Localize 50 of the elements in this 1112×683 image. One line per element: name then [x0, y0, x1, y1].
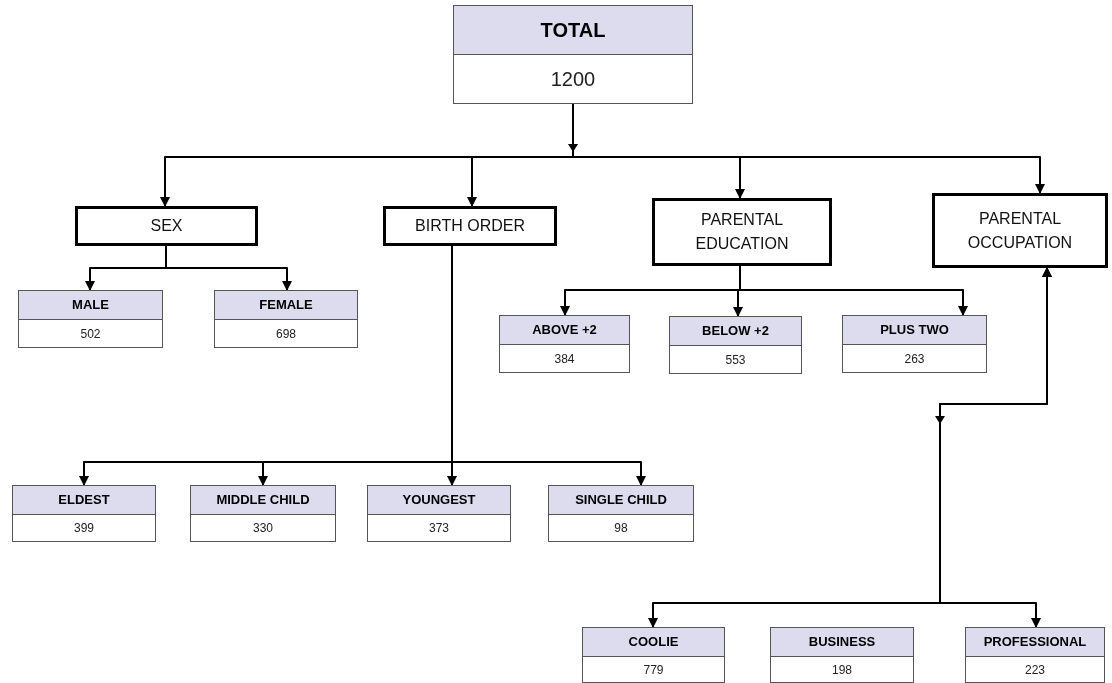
count-value: 263: [904, 350, 925, 368]
category-card: [367, 485, 511, 542]
count-value: 373: [429, 520, 449, 537]
count-value: 223: [1025, 661, 1045, 679]
variable-box: [383, 206, 557, 246]
category-card: [582, 627, 725, 683]
category-card: [965, 627, 1105, 683]
category-title: MIDDLE CHILD: [216, 491, 310, 510]
count-value: 330: [253, 520, 273, 537]
count-value: 1200: [550, 67, 596, 92]
variable-label: PARENTAL EDUCATION: [694, 210, 790, 254]
category-card: [770, 627, 914, 683]
category-title: YOUNGEST: [402, 491, 476, 510]
category-title: ABOVE +2: [532, 321, 597, 340]
variable-label: BIRTH ORDER: [415, 216, 525, 236]
category-card: [669, 316, 802, 374]
count-value: 779: [643, 661, 664, 679]
variable-label: SEX: [150, 216, 183, 236]
variable-box: [75, 206, 258, 246]
count-value: 98: [614, 520, 628, 537]
arrow: [939, 267, 1052, 628]
category-title: FEMALE: [259, 296, 313, 315]
category-title: SINGLE CHILD: [575, 491, 667, 510]
category-card: [18, 290, 163, 348]
category-title: TOTAL: [540, 18, 606, 43]
category-title: COOLIE: [628, 633, 679, 652]
category-card: [214, 290, 358, 348]
category-title: PROFESSIONAL: [983, 633, 1087, 652]
variable-box: [652, 198, 832, 266]
count-value: 198: [832, 661, 852, 679]
category-title: BUSINESS: [808, 633, 876, 652]
category-title: BELOW +2: [702, 322, 769, 341]
category-title: ELDEST: [58, 491, 110, 510]
category-card: [453, 5, 693, 104]
count-value: 553: [725, 351, 746, 369]
arrow: [739, 265, 968, 316]
category-card: [12, 485, 156, 542]
count-value: 384: [554, 350, 575, 368]
category-card: [548, 485, 694, 542]
variable-label: PARENTAL OCCUPATION: [966, 208, 1074, 253]
arrow: [165, 245, 292, 291]
category-title: MALE: [72, 296, 109, 315]
category-card: [190, 485, 336, 542]
category-card: [842, 315, 987, 373]
variable-box: [932, 193, 1108, 268]
count-value: 399: [74, 520, 94, 537]
count-value: 698: [276, 325, 296, 343]
count-value: 502: [80, 325, 101, 343]
category-card: [499, 315, 630, 373]
category-title: PLUS TWO: [880, 321, 949, 340]
